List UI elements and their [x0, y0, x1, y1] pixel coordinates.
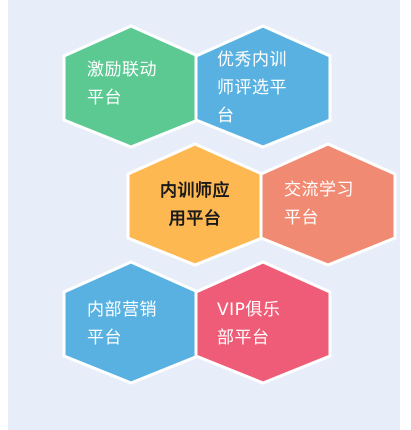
hex-label: 内部营销 平台 — [87, 300, 157, 348]
hex-label: VIP俱乐 部平台 — [217, 300, 281, 348]
hexagon-fill — [194, 260, 332, 385]
hexagon-fill — [259, 142, 397, 267]
hex-label: 内训师应 用平台 — [160, 181, 230, 229]
hex-label: 交流学习 平台 — [284, 180, 354, 228]
hex-label: 优秀内训 师评选平 台 — [217, 50, 287, 126]
diagram-panel: 激励联动 平台 优秀内训 师评选平 台 内训师应 用平台 交流学习 平台 内部营 — [8, 0, 400, 430]
hex-core-platform: 内训师应 用平台 — [125, 140, 265, 268]
hexagon-fill — [194, 24, 332, 149]
hex-evaluation-platform: 优秀内训 师评选平 台 — [193, 22, 333, 150]
hex-exchange-platform: 交流学习 平台 — [258, 140, 398, 268]
hex-vip-club-platform: VIP俱乐 部平台 — [193, 258, 333, 386]
hex-motivation-platform: 激励联动 平台 — [61, 22, 201, 150]
hex-label: 激励联动 平台 — [87, 60, 157, 108]
hexagon-shape — [194, 24, 332, 149]
hexagon-shape — [194, 260, 332, 385]
hexagon-shape — [259, 142, 397, 267]
hex-marketing-platform: 内部营销 平台 — [61, 258, 201, 386]
